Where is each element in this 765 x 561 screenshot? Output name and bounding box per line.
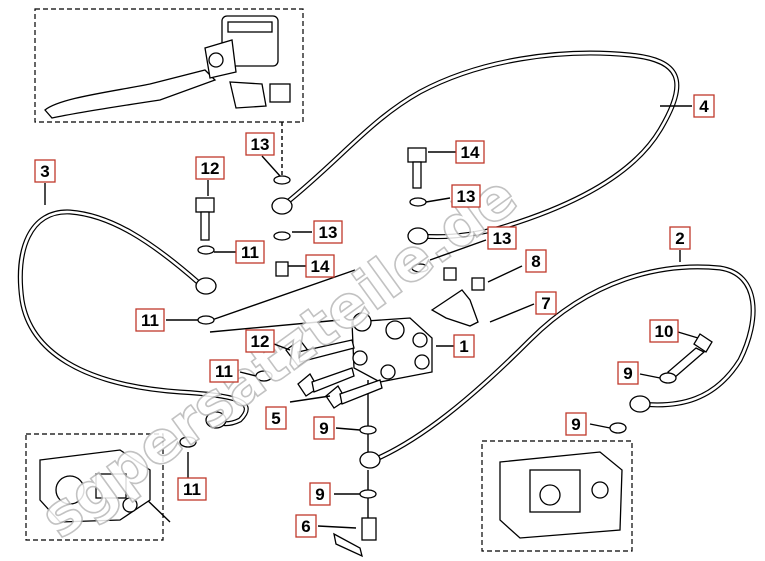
callout-label-4: 4 <box>693 94 715 118</box>
callout-label-14-top: 14 <box>455 140 485 164</box>
callout-label-9-right-upper: 9 <box>617 361 639 385</box>
mounting-bracket <box>430 289 479 327</box>
callout-label-10: 10 <box>649 319 679 343</box>
callout-label-13-left-mid: 13 <box>313 220 343 244</box>
svg-text:11: 11 <box>241 243 259 262</box>
svg-text:2: 2 <box>675 229 684 248</box>
svg-text:9: 9 <box>319 419 328 438</box>
brake-distributor-block <box>351 312 433 383</box>
callout-label-6: 6 <box>295 514 317 538</box>
callout-label-11-bottom: 11 <box>177 477 207 501</box>
brake-hose-3 <box>17 209 249 427</box>
callout-label-8: 8 <box>525 249 547 273</box>
svg-text:1: 1 <box>459 337 468 356</box>
callout-label-11-middle: 11 <box>209 359 239 383</box>
svg-text:4: 4 <box>699 97 709 116</box>
rear-caliper-inset <box>481 440 633 552</box>
callout-label-9-center-bottom: 9 <box>309 482 331 506</box>
front-caliper-inset <box>25 433 164 541</box>
svg-text:13: 13 <box>251 135 270 154</box>
brake-hose-2 <box>371 264 756 463</box>
rear-brake-caliper <box>499 451 623 539</box>
callout-label-13-right-upper: 13 <box>451 184 481 208</box>
callout-label-12-upper: 12 <box>195 156 225 180</box>
callout-label-13-right-lower: 13 <box>487 226 517 250</box>
svg-text:3: 3 <box>40 162 49 181</box>
svg-text:8: 8 <box>531 252 540 271</box>
svg-text:14: 14 <box>311 257 330 276</box>
svg-text:10: 10 <box>655 322 674 341</box>
svg-text:12: 12 <box>201 159 220 178</box>
master-cylinder-inset <box>34 8 304 123</box>
callout-label-13-top: 13 <box>245 132 275 156</box>
callout-label-14-lower: 14 <box>305 254 335 278</box>
callout-label-7: 7 <box>535 291 557 315</box>
callout-label-2: 2 <box>669 226 691 250</box>
svg-text:13: 13 <box>493 229 512 248</box>
svg-text:11: 11 <box>215 362 233 381</box>
front-brake-caliper <box>39 449 151 523</box>
svg-text:9: 9 <box>315 485 324 504</box>
callout-label-1: 1 <box>453 334 475 358</box>
callout-leaders <box>44 105 699 529</box>
callout-label-11-left-lower: 11 <box>135 308 165 332</box>
callout-label-5: 5 <box>265 406 287 430</box>
callout-label-11-left-upper: 11 <box>235 240 265 264</box>
svg-text:9: 9 <box>623 364 632 383</box>
svg-text:6: 6 <box>301 517 310 536</box>
callout-label-9-right-lower: 9 <box>565 412 587 436</box>
svg-text:11: 11 <box>141 311 159 330</box>
fittings <box>179 147 713 558</box>
svg-text:14: 14 <box>461 143 480 162</box>
svg-text:13: 13 <box>457 187 476 206</box>
svg-text:12: 12 <box>251 332 270 351</box>
callout-label-3: 3 <box>34 159 56 183</box>
svg-text:13: 13 <box>319 223 338 242</box>
master-cylinder-lever <box>44 15 291 119</box>
svg-text:7: 7 <box>541 294 550 313</box>
callout-label-9-center-top: 9 <box>313 416 335 440</box>
callout-label-12-lower: 12 <box>245 329 275 353</box>
svg-text:5: 5 <box>271 409 280 428</box>
svg-text:11: 11 <box>183 480 201 499</box>
svg-text:9: 9 <box>571 415 580 434</box>
